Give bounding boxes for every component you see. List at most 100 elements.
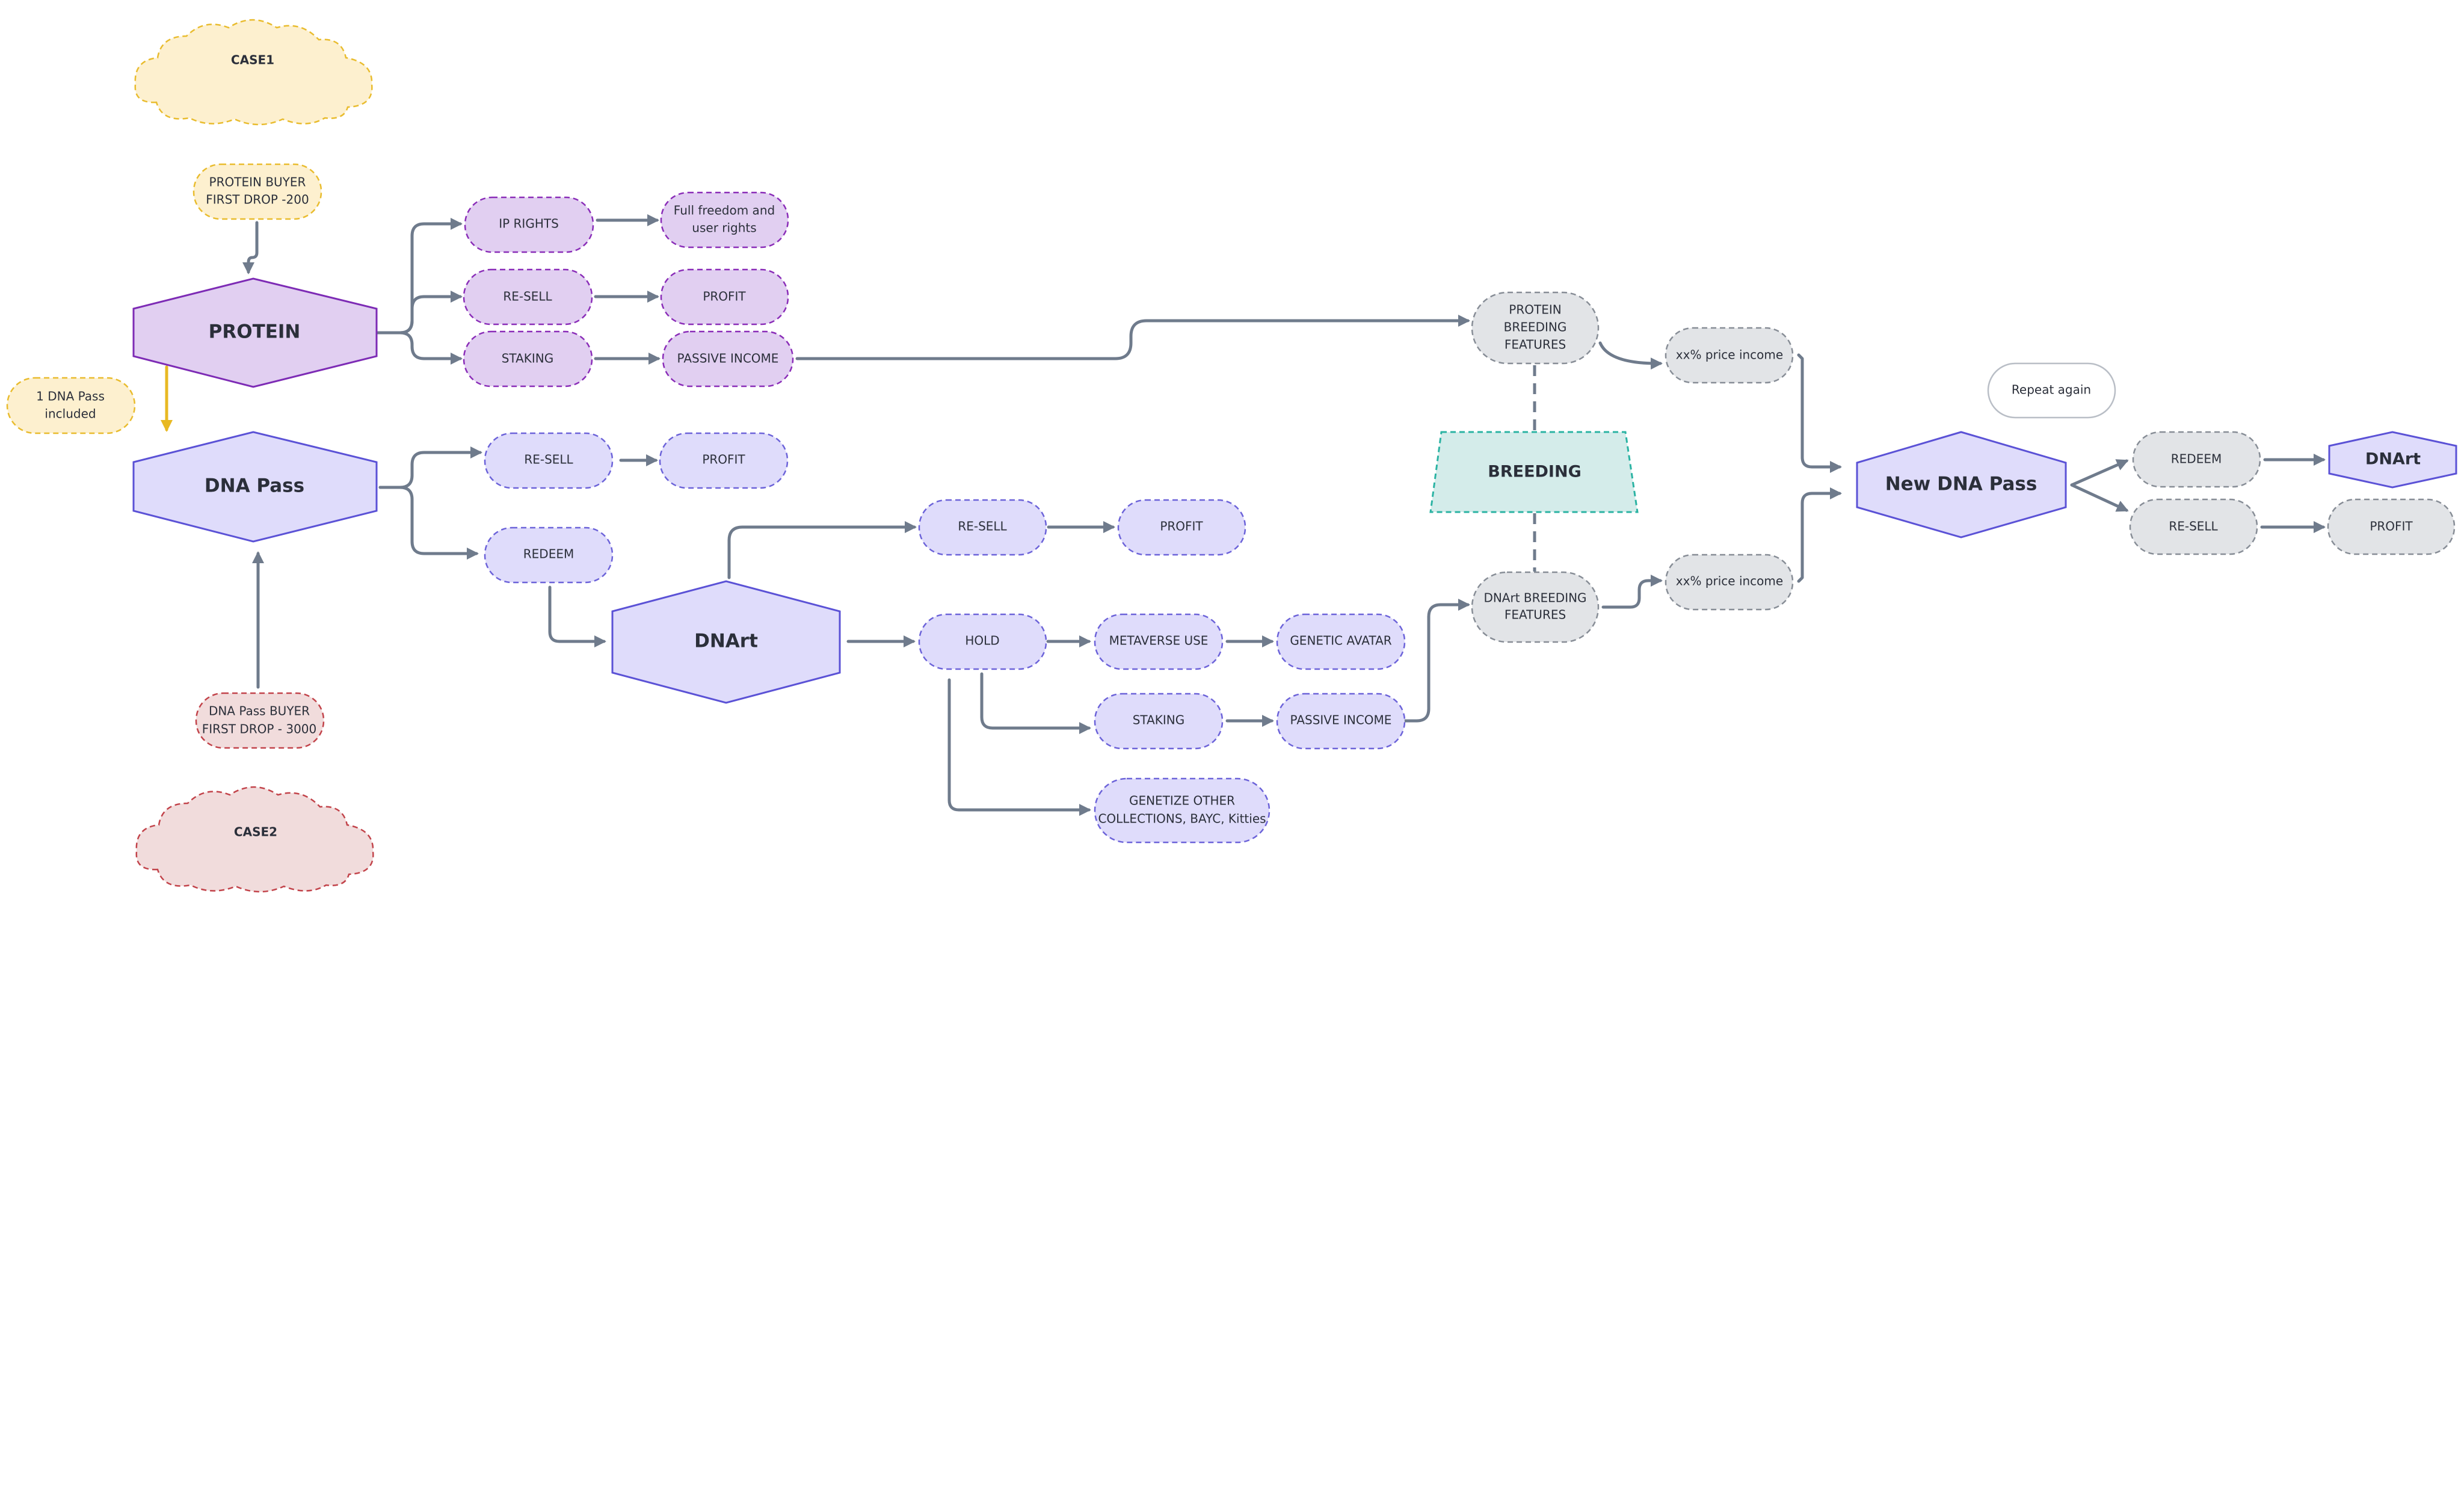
svg-text:PROTEIN: PROTEIN [1509, 303, 1561, 317]
svg-text:FIRST DROP - 3000: FIRST DROP - 3000 [202, 722, 317, 736]
svg-text:IP RIGHTS: IP RIGHTS [499, 217, 559, 231]
svg-text:Full freedom and: Full freedom and [674, 203, 775, 218]
breeding-node: BREEDING [1429, 431, 1639, 513]
dna-redeem-node: REDEEM [484, 526, 614, 584]
new-redeem-node: REDEEM [2132, 431, 2261, 488]
svg-text:GENETIC AVATAR: GENETIC AVATAR [1290, 634, 1391, 648]
svg-text:DNA Pass: DNA Pass [205, 475, 304, 497]
svg-text:1 DNA Pass: 1 DNA Pass [36, 389, 105, 404]
protein-passive-income-node: PASSIVE INCOME [662, 330, 794, 387]
svg-text:FEATURES: FEATURES [1505, 338, 1566, 352]
protein-profit-node: PROFIT [660, 268, 789, 326]
svg-text:REDEEM: REDEEM [2171, 452, 2222, 466]
protein-buyer-node: PROTEIN BUYER FIRST DROP -200 [192, 163, 322, 220]
svg-text:New DNA Pass: New DNA Pass [1885, 474, 2037, 495]
svg-text:DNArt: DNArt [2365, 450, 2421, 469]
edge-price-top-to-new-dna [1797, 353, 1842, 473]
edge-buyer-to-protein [242, 221, 259, 274]
edge-price-bottom-to-new-dna [1797, 487, 1842, 583]
new-dna-pass-node: New DNA Pass [1856, 431, 2067, 539]
dnart-passive-income-node: PASSIVE INCOME [1276, 693, 1406, 750]
svg-text:xx% price income: xx% price income [1676, 348, 1783, 362]
svg-text:BREEDING: BREEDING [1504, 320, 1567, 335]
dnart-node: DNArt [611, 580, 841, 704]
svg-text:RE-SELL: RE-SELL [524, 452, 573, 467]
dnart-profit-node: PROFIT [1117, 499, 1246, 556]
svg-text:BREEDING: BREEDING [1488, 463, 1581, 481]
svg-text:PROFIT: PROFIT [702, 452, 745, 467]
svg-text:FEATURES: FEATURES [1505, 608, 1566, 622]
svg-text:included: included [45, 407, 96, 421]
edge-new-dna-to-resell [2070, 483, 2129, 512]
svg-text:COLLECTIONS, BAYC, Kitties: COLLECTIONS, BAYC, Kitties [1098, 812, 1266, 826]
edge-hold-to-genetize [947, 678, 1091, 816]
dna-profit-node: PROFIT [659, 432, 789, 489]
protein-breeding-node: PROTEIN BREEDING FEATURES [1471, 291, 1600, 365]
case1-label: CASE1 [231, 53, 274, 67]
svg-text:DNArt: DNArt [694, 631, 758, 652]
dnart-resell-node: RE-SELL [918, 499, 1047, 556]
price-income-top-node: xx% price income [1665, 327, 1794, 384]
edge-dna-pass-to-resell [378, 446, 482, 489]
new-profit-node: PROFIT [2327, 498, 2456, 555]
svg-text:PROFIT: PROFIT [2370, 519, 2413, 534]
protein-staking-node: STAKING [463, 330, 593, 387]
svg-text:PROTEIN BUYER: PROTEIN BUYER [209, 175, 306, 190]
svg-text:Repeat again: Repeat again [2012, 383, 2091, 397]
protein-node: PROTEIN [132, 277, 378, 388]
svg-text:xx% price income: xx% price income [1676, 574, 1783, 588]
svg-text:RE-SELL: RE-SELL [503, 289, 552, 304]
edge-protein-breeding-to-price [1598, 341, 1663, 370]
svg-text:METAVERSE USE: METAVERSE USE [1109, 634, 1209, 648]
svg-text:RE-SELL: RE-SELL [2169, 519, 2218, 534]
dna-resell-node: RE-SELL [484, 432, 614, 489]
new-dnart-node: DNArt [2328, 431, 2457, 489]
protein-ip-rights-node: IP RIGHTS [464, 196, 594, 253]
svg-text:PROTEIN: PROTEIN [209, 321, 301, 343]
edges [161, 214, 2326, 816]
svg-text:RE-SELL: RE-SELL [958, 519, 1007, 534]
svg-text:STAKING: STAKING [502, 351, 554, 366]
edge-hold-to-staking [980, 672, 1091, 734]
new-resell-node: RE-SELL [2129, 498, 2258, 555]
svg-text:REDEEM: REDEEM [523, 547, 574, 561]
genetic-avatar-node: GENETIC AVATAR [1276, 613, 1406, 670]
protein-resell-node: RE-SELL [463, 268, 593, 326]
dna-pass-included-node: 1 DNA Pass included [6, 377, 136, 434]
edge-protein-to-staking [376, 331, 463, 365]
svg-text:PROFIT: PROFIT [703, 289, 746, 304]
edge-protein-to-ip-rights [376, 218, 463, 335]
svg-text:HOLD: HOLD [965, 634, 999, 648]
svg-text:DNA Pass BUYER: DNA Pass BUYER [209, 704, 310, 718]
dnart-staking-node: STAKING [1094, 693, 1224, 750]
edge-dnart-to-resell [727, 521, 917, 579]
edge-redeem-to-dnart [548, 585, 606, 647]
case2-cloud: CASE2 [135, 786, 374, 893]
svg-text:STAKING: STAKING [1133, 713, 1185, 727]
repeat-again-node: Repeat again [1987, 362, 2116, 419]
case2-label: CASE2 [234, 825, 277, 839]
svg-text:FIRST DROP -200: FIRST DROP -200 [206, 193, 309, 207]
svg-text:user rights: user rights [692, 221, 756, 235]
svg-text:PROFIT: PROFIT [1160, 519, 1203, 534]
protein-full-freedom-node: Full freedom and user rights [660, 191, 789, 249]
edge-passive-to-protein-breeding [795, 315, 1470, 360]
price-income-bottom-node: xx% price income [1665, 554, 1794, 611]
genetize-node: GENETIZE OTHER COLLECTIONS, BAYC, Kittie… [1094, 777, 1270, 844]
metaverse-use-node: METAVERSE USE [1094, 613, 1224, 670]
dnart-hold-node: HOLD [918, 613, 1047, 670]
edge-dnart-breeding-to-price [1601, 575, 1663, 609]
svg-text:DNArt BREEDING: DNArt BREEDING [1483, 591, 1586, 605]
dnart-breeding-node: DNArt BREEDING FEATURES [1471, 571, 1600, 643]
case1-cloud: CASE1 [134, 19, 373, 126]
edge-new-dna-to-redeem [2070, 459, 2129, 487]
dna-pass-node: DNA Pass [132, 431, 378, 543]
svg-text:PASSIVE INCOME: PASSIVE INCOME [1290, 713, 1392, 727]
dna-pass-buyer-node: DNA Pass BUYER FIRST DROP - 3000 [195, 692, 325, 749]
svg-text:PASSIVE INCOME: PASSIVE INCOME [677, 351, 779, 366]
edge-passive-to-dnart-breeding [1403, 599, 1470, 723]
edge-protein-to-resell [376, 291, 463, 335]
edge-dna-pass-to-redeem [378, 486, 479, 560]
svg-text:GENETIZE OTHER: GENETIZE OTHER [1129, 794, 1235, 808]
